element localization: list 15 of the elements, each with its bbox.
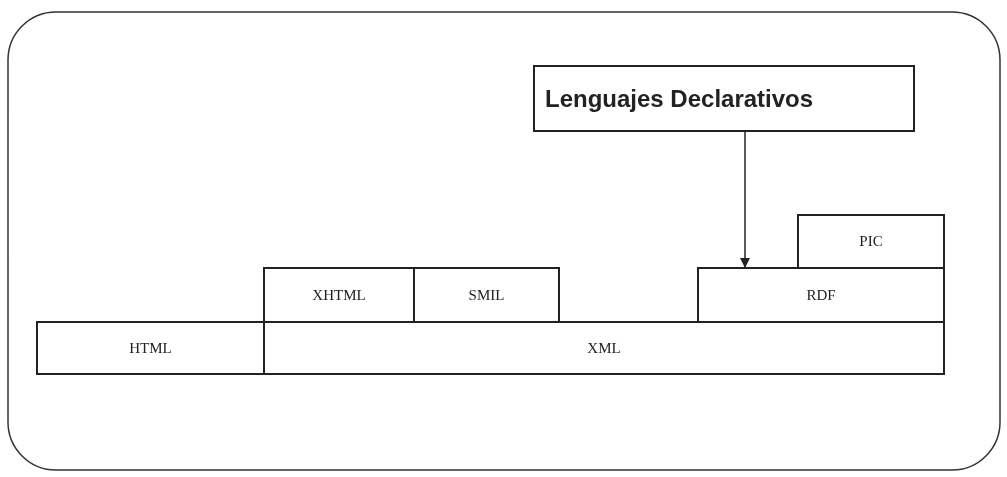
layer-label: PIC xyxy=(859,233,883,250)
layer-box xyxy=(263,267,415,323)
layer-box xyxy=(36,321,265,375)
layer-box xyxy=(263,321,945,375)
title-box xyxy=(533,65,915,132)
title-text: Lenguajes Declarativos xyxy=(545,84,814,113)
layer-label: SMIL xyxy=(468,286,505,304)
layer-label: RDF xyxy=(806,286,836,304)
layer-box xyxy=(697,267,945,323)
arrow xyxy=(740,131,750,268)
layer-box xyxy=(797,214,945,269)
layer-label: XHTML xyxy=(312,286,366,304)
layer-box xyxy=(413,267,560,323)
layer-label: XML xyxy=(587,339,621,357)
layer-label: HTML xyxy=(129,339,172,357)
